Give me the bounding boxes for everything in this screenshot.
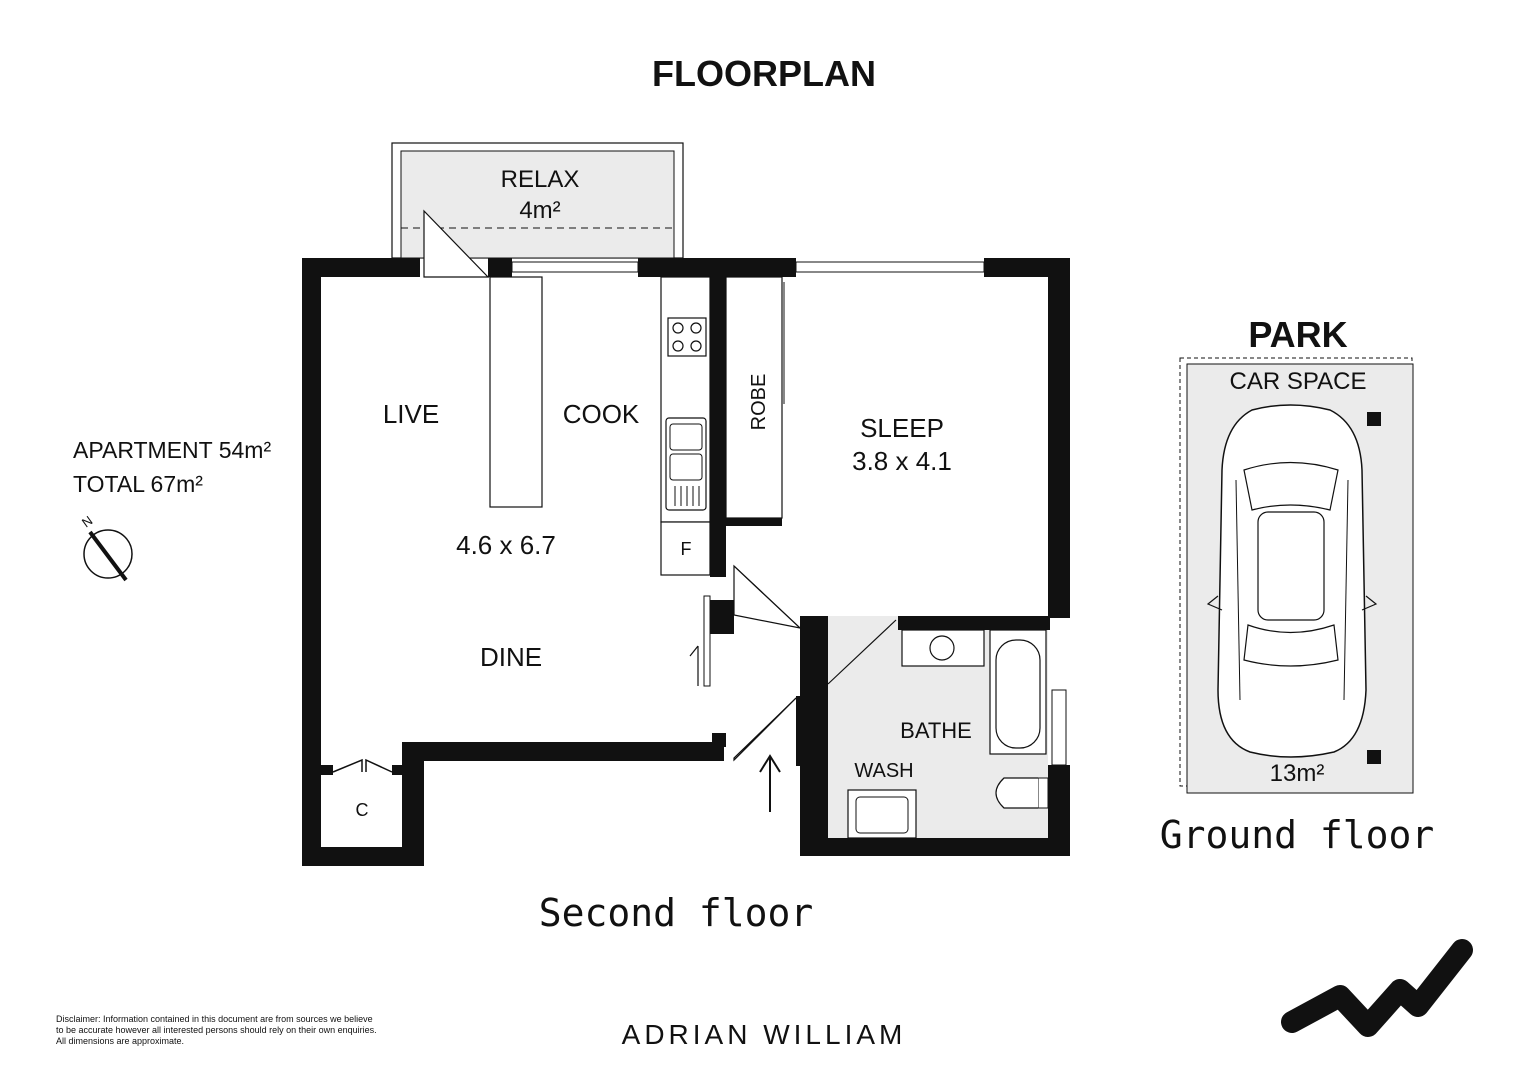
apartment-area-value: 54m² [219,437,272,463]
brand-logo-icon [1281,939,1473,1037]
cupboard-label: C [356,800,369,820]
sleep-dimensions: 3.8 x 4.1 [852,446,952,476]
room-wash-label: WASH [854,760,913,782]
second-floor-label: Second floor [539,891,814,935]
living-dimensions: 4.6 x 6.7 [456,530,556,560]
total-area-value: 67m² [151,471,204,497]
car-space-area: 13m² [1270,760,1325,787]
total-area: TOTAL 67m² [73,471,203,497]
fridge-label: F [681,539,692,559]
ground-floor-label: Ground floor [1160,813,1435,857]
compass-icon: N [79,513,133,582]
disclaimer-line: Disclaimer: Information contained in thi… [56,1014,373,1024]
kitchen-fittings [489,276,711,576]
compass-north-label: N [79,513,95,531]
apartment-walls [302,258,1070,866]
page-title: FLOORPLAN [652,53,876,94]
room-live-label: LIVE [383,399,439,429]
robe-label: ROBE [748,374,770,431]
disclaimer-line: All dimensions are approximate. [56,1036,184,1046]
bathroom-fittings [847,629,1049,839]
apartment-area-label: APARTMENT [73,437,213,463]
robe [725,276,785,519]
entry-arrow-icon [759,754,781,812]
relax-label: RELAX [501,166,580,193]
car-space-label: CAR SPACE [1230,368,1367,395]
room-bathe-label: BATHE [900,718,972,743]
disclaimer-line: to be accurate however all interested pe… [56,1025,377,1035]
total-area-label: TOTAL [73,471,145,497]
relax-area: 4m² [519,197,560,224]
car-icon [1206,404,1378,758]
park-heading: PARK [1248,314,1347,355]
room-dine-label: DINE [480,642,542,672]
disclaimer: Disclaimer: Information contained in thi… [56,1014,377,1046]
room-cook-label: COOK [563,399,640,429]
apartment-area: APARTMENT 54m² [73,437,271,463]
room-sleep-label: SLEEP [860,413,944,443]
brand-name: ADRIAN WILLIAM [622,1019,907,1050]
doors [332,209,897,773]
